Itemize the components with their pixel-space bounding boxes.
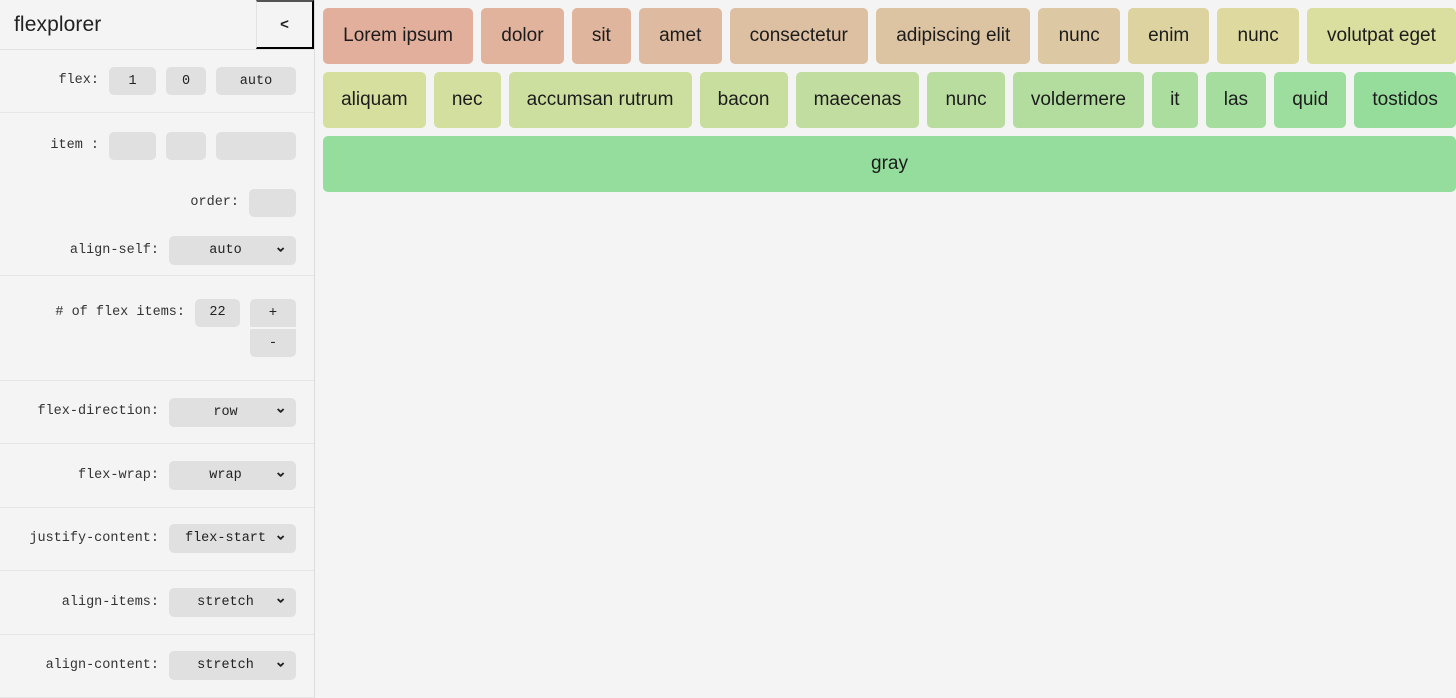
flex-item[interactable]: nunc <box>927 72 1005 128</box>
flex-item[interactable]: nec <box>433 72 501 128</box>
flex-item[interactable]: quid <box>1274 72 1347 128</box>
item-count-label: # of flex items: <box>55 304 185 320</box>
flex-item[interactable]: accumsan rutrum <box>508 72 692 128</box>
row-flex-wrap: flex-wrap: nowrapwrapwrap-reverse ⌄ <box>0 444 314 508</box>
align-self-select-wrap: autoflex-startflex-endcenterbaselinestre… <box>169 236 296 266</box>
flex-item[interactable]: volutpat eget <box>1306 8 1456 64</box>
flex-label: flex: <box>58 73 99 89</box>
flex-direction-select-wrap: rowrow-reversecolumncolumn-reverse ⌄ <box>169 397 296 427</box>
align-self-select[interactable]: autoflex-startflex-endcenterbaselinestre… <box>169 236 296 266</box>
flex-item[interactable]: voldermere <box>1012 72 1144 128</box>
align-items-label: align-items: <box>61 594 159 610</box>
flex-item[interactable]: enim <box>1127 8 1210 64</box>
order-controls <box>249 188 296 217</box>
row-order: order: <box>0 179 314 227</box>
flex-item[interactable]: sit <box>571 8 631 64</box>
row-flex-shorthand: flex: <box>0 50 314 114</box>
item-shrink-input[interactable] <box>166 132 206 161</box>
row-item-shorthand: item : <box>0 113 314 178</box>
flex-wrap-select[interactable]: nowrapwrapwrap-reverse <box>169 461 296 491</box>
sidebar-header: flexplorer < <box>0 0 314 50</box>
align-content-select[interactable]: stretchflex-startflex-endcenterspace-bet… <box>169 651 296 681</box>
chevron-left-icon[interactable]: < <box>256 0 314 49</box>
align-items-select[interactable]: stretchflex-startflex-endcenterbaseline <box>169 587 296 617</box>
flex-item[interactable]: adipiscing elit <box>876 8 1031 64</box>
row-align-self: align-self: autoflex-startflex-endcenter… <box>0 226 314 276</box>
flex-item[interactable]: tostidos <box>1354 72 1456 128</box>
align-content-select-wrap: stretchflex-startflex-endcenterspace-bet… <box>169 651 296 681</box>
flex-item[interactable]: amet <box>638 8 722 64</box>
sidebar: flexplorer < flex: item : order: <box>0 0 315 698</box>
flex-item[interactable]: aliquam <box>323 72 426 128</box>
flex-item[interactable]: it <box>1151 72 1198 128</box>
row-align-items: align-items: stretchflex-startflex-endce… <box>0 571 314 635</box>
align-self-label: align-self: <box>69 242 159 258</box>
item-count-stepper: + - <box>250 298 296 357</box>
flex-controls <box>109 67 296 96</box>
row-flex-direction: flex-direction: rowrow-reversecolumncolu… <box>0 381 314 445</box>
flex-direction-select[interactable]: rowrow-reversecolumncolumn-reverse <box>169 397 296 427</box>
order-label: order: <box>190 194 239 210</box>
flex-item[interactable]: nunc <box>1038 8 1120 64</box>
flex-shrink-input[interactable] <box>166 67 206 96</box>
flex-item[interactable]: maecenas <box>795 72 920 128</box>
align-content-label: align-content: <box>45 658 159 674</box>
flex-item[interactable]: gray <box>323 136 1456 192</box>
row-align-content: align-content: stretchflex-startflex-end… <box>0 635 314 698</box>
flex-item[interactable]: bacon <box>699 72 788 128</box>
flex-item[interactable]: las <box>1205 72 1267 128</box>
flex-item[interactable]: nunc <box>1217 8 1299 64</box>
justify-content-label: justify-content: <box>29 531 159 547</box>
flex-item[interactable]: consectetur <box>729 8 869 64</box>
flex-wrap-select-wrap: nowrapwrapwrap-reverse ⌄ <box>169 461 296 491</box>
decrement-button[interactable]: - <box>250 328 296 357</box>
flex-wrap-label: flex-wrap: <box>77 467 159 483</box>
row-item-count: # of flex items: + - <box>0 276 314 382</box>
flex-item[interactable]: Lorem ipsum <box>323 8 474 64</box>
item-grow-input[interactable] <box>109 132 156 161</box>
flex-item[interactable]: dolor <box>481 8 564 64</box>
item-basis-input[interactable] <box>216 132 296 161</box>
justify-content-select[interactable]: flex-startflex-endcenterspace-betweenspa… <box>169 524 296 554</box>
flex-grow-input[interactable] <box>109 67 156 96</box>
order-input[interactable] <box>249 188 296 217</box>
flex-basis-input[interactable] <box>216 67 296 96</box>
item-count-controls: + - <box>195 298 296 357</box>
justify-content-select-wrap: flex-startflex-endcenterspace-betweenspa… <box>169 524 296 554</box>
align-items-select-wrap: stretchflex-startflex-endcenterbaseline … <box>169 587 296 617</box>
increment-button[interactable]: + <box>250 298 296 327</box>
item-count-input[interactable] <box>195 298 240 327</box>
item-controls <box>109 132 296 161</box>
row-justify-content: justify-content: flex-startflex-endcente… <box>0 508 314 572</box>
page-title: flexplorer <box>14 12 102 36</box>
item-label: item : <box>50 138 99 154</box>
flex-direction-label: flex-direction: <box>37 404 159 420</box>
